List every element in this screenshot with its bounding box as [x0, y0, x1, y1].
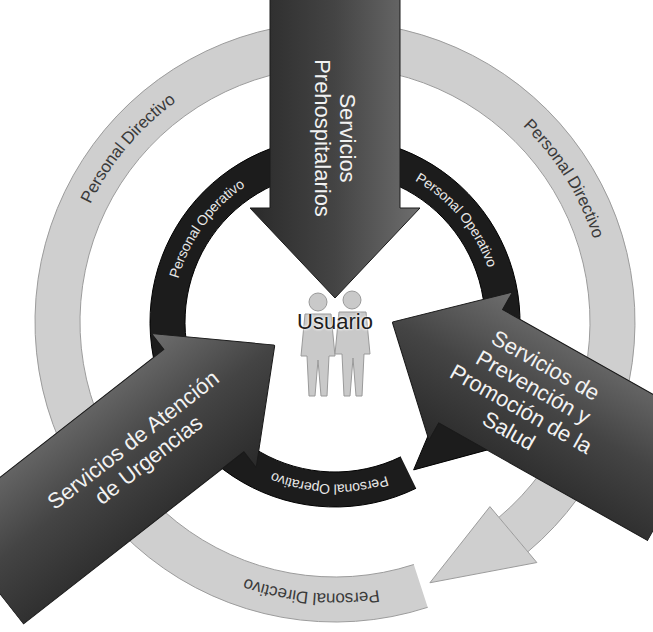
ring-label: Personal Directivo	[241, 575, 381, 609]
service-name: Servicios Prehospitalarios	[310, 23, 361, 253]
ring-label: Personal Directivo	[77, 89, 179, 206]
service-arrow: Servicios Prehospitalarios	[250, 0, 420, 298]
arrow-body	[250, 0, 420, 298]
ring-arrowhead	[430, 507, 537, 583]
ring-label-text: Personal Operativo	[166, 176, 247, 280]
arrow-body	[0, 278, 327, 632]
ring-label: Personal Operativo	[413, 169, 500, 269]
ring-label: Personal Directivo	[520, 115, 608, 241]
ring-label: Personal Operativo	[166, 176, 247, 280]
ring-label-text: Personal Directivo	[241, 575, 381, 609]
ring-label-text: Personal Directivo	[520, 115, 608, 241]
arrow-body	[350, 248, 653, 558]
ring-label-text: Personal Operativo	[413, 169, 500, 269]
ring-label: Personal Operativo	[268, 469, 391, 497]
ring-label-text: Personal Operativo	[268, 469, 391, 497]
center-label: Usuario	[297, 309, 373, 335]
ring-label-text: Personal Directivo	[77, 89, 179, 206]
